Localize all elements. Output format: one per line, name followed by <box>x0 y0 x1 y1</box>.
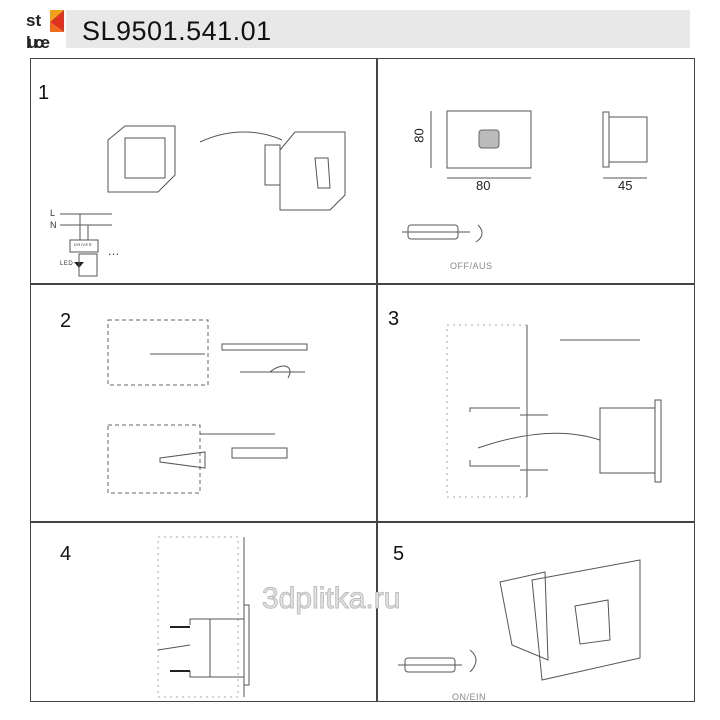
header-bar <box>66 10 690 48</box>
switch-off-label: OFF/AUS <box>450 261 493 271</box>
step-5-number: 5 <box>393 543 405 565</box>
watermark: 3dplitka.ru <box>261 582 401 616</box>
switch-on-label: ON/EIN <box>452 692 487 702</box>
svg-text:luce: luce <box>26 33 50 52</box>
st-luce-logo: st luce <box>26 10 64 52</box>
step-1-number: 1 <box>38 82 50 104</box>
instruction-grid <box>30 58 695 702</box>
led-label: LED <box>60 261 74 267</box>
dimension-depth: 45 <box>618 178 633 193</box>
grid-divider-vertical <box>376 59 378 701</box>
wiring-neutral-label: N <box>50 220 57 230</box>
more-ellipsis: ... <box>108 244 120 258</box>
dimension-width: 80 <box>476 178 491 193</box>
step-4-number: 4 <box>60 543 72 565</box>
step-3-number: 3 <box>388 308 400 330</box>
svg-text:st: st <box>26 11 41 30</box>
step-2-number: 2 <box>60 310 72 332</box>
driver-label: DRIVER <box>74 242 93 247</box>
product-code: SL9501.541.01 <box>82 16 272 46</box>
grid-divider-horizontal <box>31 283 694 285</box>
grid-divider-horizontal <box>31 521 694 523</box>
wiring-line-label: L <box>50 208 56 218</box>
